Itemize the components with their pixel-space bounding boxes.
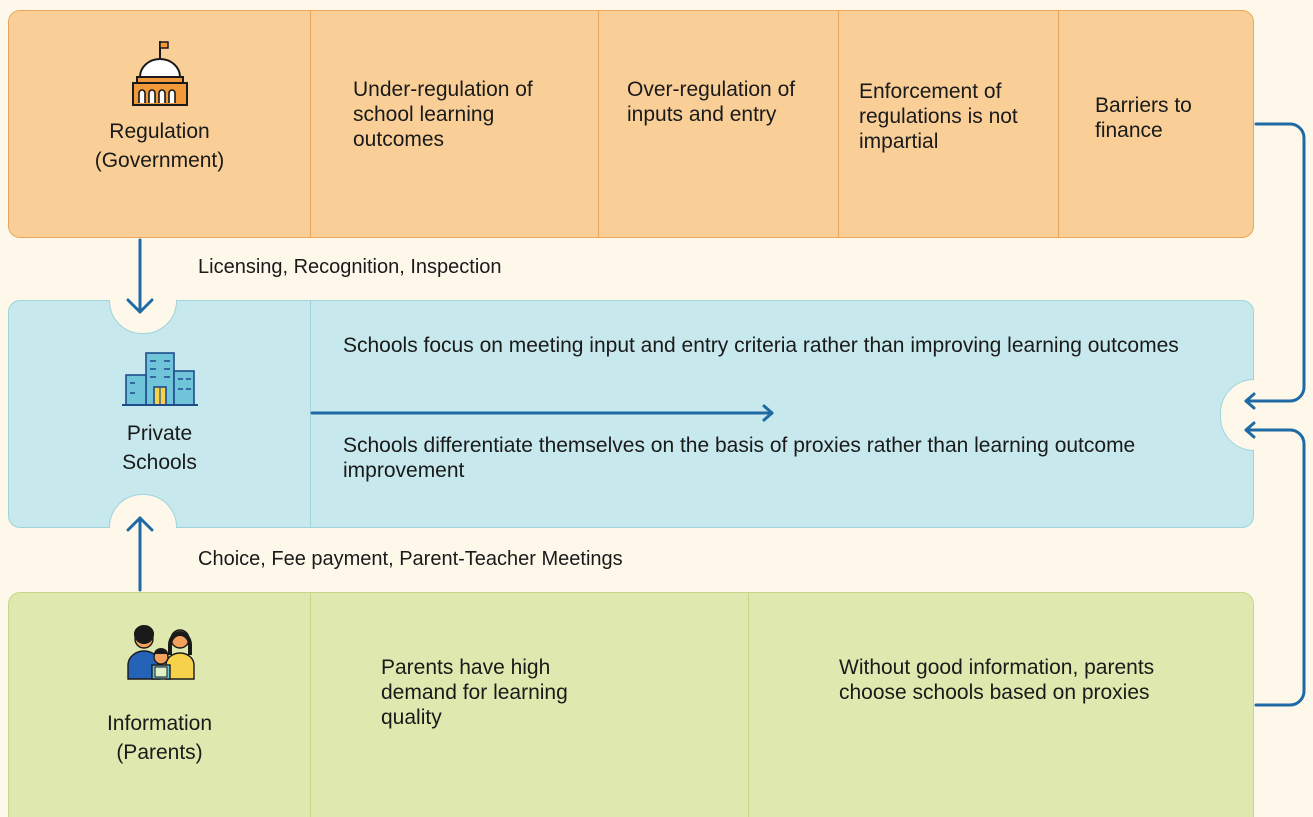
information-statement-2-cell: Without good information, parents choose… (749, 593, 1253, 817)
down-arrow-regulation-to-schools (126, 238, 154, 314)
regulation-issue-1-text: Under-regulation of school learning outc… (353, 78, 533, 151)
regulation-band: Regulation (Government) Under-regulation… (8, 10, 1254, 238)
regulation-issue-4-text: Barriers to finance (1095, 94, 1192, 142)
connector-bottom-label: Choice, Fee payment, Parent-Teacher Meet… (198, 548, 623, 570)
regulation-issue-2: Over-regulation of inputs and entry (599, 11, 839, 237)
regulation-issue-4: Barriers to finance (1059, 11, 1253, 237)
regulation-issue-1: Under-regulation of school learning outc… (311, 11, 599, 237)
up-arrow-parents-to-schools (126, 516, 154, 592)
regulation-title: Regulation (109, 120, 210, 143)
parents-with-child-icon (126, 624, 195, 680)
information-statement-1-cell: Parents have high demand for learning qu… (311, 593, 749, 817)
school-buildings-icon (121, 352, 198, 406)
information-label-cell: Information (Parents) (9, 593, 311, 817)
information-subtitle: (Parents) (116, 741, 203, 764)
information-title: Information (106, 712, 213, 735)
connector-top-label: Licensing, Recognition, Inspection (198, 256, 502, 278)
schools-title-line2: Schools (122, 451, 197, 474)
feedback-arrow-parents-to-schools (1244, 421, 1306, 707)
regulation-issue-3-text: Enforcement of regulations is not impart… (859, 80, 1018, 153)
regulation-issue-2-text: Over-regulation of inputs and entry (627, 78, 796, 126)
schools-label-cell: Private Schools (9, 301, 311, 527)
feedback-arrow-regulation-to-schools (1244, 122, 1306, 410)
schools-statements-cell: Schools focus on meeting input and entry… (311, 301, 1253, 527)
schools-title-line1: Private (126, 422, 193, 445)
right-arrow-schools (310, 404, 774, 422)
government-building-icon (131, 41, 188, 106)
regulation-subtitle: (Government) (94, 149, 225, 172)
schools-statement-1: Schools focus on meeting input and entry… (343, 334, 1179, 357)
information-statement-1: Parents have high demand for learning qu… (381, 656, 568, 729)
regulation-label-cell: Regulation (Government) (9, 11, 311, 237)
schools-statement-2: Schools differentiate themselves on the … (343, 434, 1136, 482)
schools-band: Private Schools Schools focus on meeting… (8, 300, 1254, 528)
regulation-issue-3: Enforcement of regulations is not impart… (839, 11, 1059, 237)
information-band: Information (Parents) Parents have high … (8, 592, 1254, 817)
information-statement-2: Without good information, parents choose… (839, 656, 1155, 704)
